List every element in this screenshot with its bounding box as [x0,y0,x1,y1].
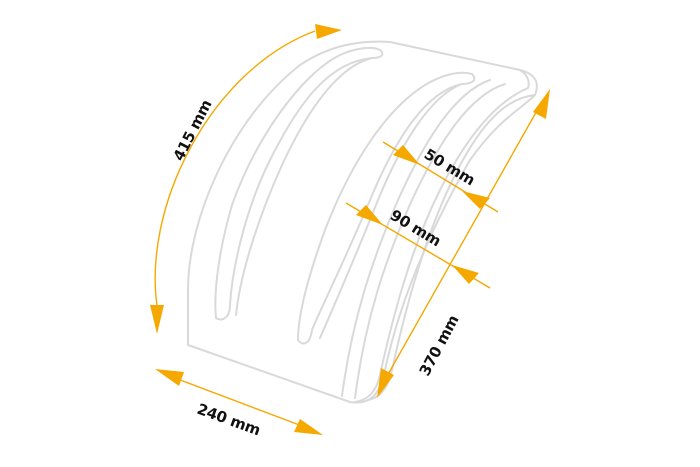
arrow-head-icon [294,419,323,435]
left-groove-inner [235,57,373,316]
label-length: 415 mm [170,97,216,164]
channel-ridge-1 [354,83,506,399]
arrow-head-icon [377,368,394,398]
right-groove-inner [319,83,463,339]
arrow-head-icon [356,205,383,225]
dimension-length: 415 mm [150,24,342,334]
cushion-edge-right [354,69,530,403]
label-width: 240 mm [195,400,263,439]
arrow-head-icon [462,191,490,209]
dimension-width: 240 mm [155,369,323,439]
channel-ridge-2 [341,79,491,397]
arrow-head-icon [533,89,550,119]
arrow-head-icon [155,369,184,386]
left-groove [214,46,384,321]
arrow-head-icon [452,265,479,284]
cushion-outline [187,40,538,404]
arrow-head-icon [150,305,164,334]
label-side: 370 mm [416,312,463,379]
dimension-channel: 90 mm [345,202,491,289]
arrow-head-icon [393,145,420,165]
arrow-head-icon [315,24,342,39]
right-groove [297,71,476,345]
dimension-groove: 50 mm [382,141,499,213]
